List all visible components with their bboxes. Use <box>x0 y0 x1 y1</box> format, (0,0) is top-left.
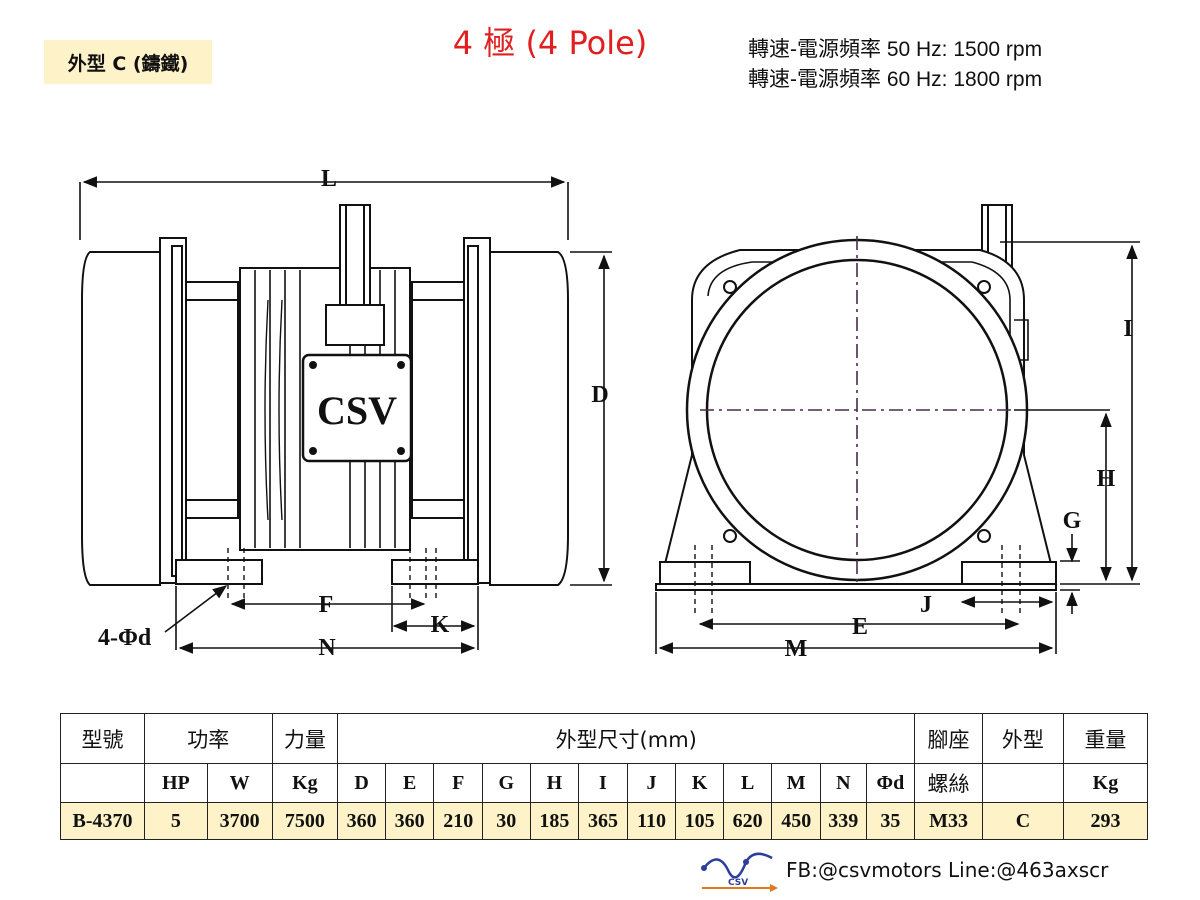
header-force: 力量 <box>271 713 339 764</box>
unit-cell: I <box>578 763 628 803</box>
unit-cell: F <box>433 763 484 803</box>
dim-label-G: G <box>1063 508 1082 534</box>
data-cell: 7500 <box>271 802 339 840</box>
unit-cell: H <box>529 763 580 803</box>
unit-cell: M <box>771 763 822 803</box>
unit-cell: W <box>206 763 273 803</box>
table-group-header-row: 型號 功率 力量 外型尺寸(mm) 腳座 外型 重量 <box>60 713 1149 764</box>
unit-cell: E <box>384 763 435 803</box>
dim-label-F: F <box>319 592 334 618</box>
data-cell: 30 <box>482 802 531 840</box>
header-dimensions: 外型尺寸(mm) <box>337 713 916 764</box>
data-cell: M33 <box>914 802 983 840</box>
header-form: 外型 <box>981 713 1064 764</box>
unit-cell: 螺絲 <box>914 763 983 803</box>
data-cell: 360 <box>337 802 386 840</box>
header-power: 功率 <box>144 713 273 764</box>
spec-table: 型號 功率 力量 外型尺寸(mm) 腳座 外型 重量 HP W Kg D E F… <box>60 713 1149 840</box>
dim-label-M: M <box>785 636 808 662</box>
data-cell: 339 <box>820 802 867 840</box>
footer-logo-text: CSV <box>728 878 748 888</box>
data-cell: 365 <box>578 802 628 840</box>
data-cell: 5 <box>144 802 208 840</box>
data-cell: C <box>981 802 1064 840</box>
speed-50hz: 轉速-電源頻率 50 Hz: 1500 rpm <box>748 38 1043 61</box>
data-cell: 360 <box>384 802 435 840</box>
dim-label-I: I <box>1123 316 1132 342</box>
data-cell: 3700 <box>206 802 273 840</box>
data-cell: B-4370 <box>60 802 145 840</box>
side-view <box>81 204 569 600</box>
unit-cell: HP <box>144 763 208 803</box>
data-cell: 110 <box>626 802 677 840</box>
dim-label-D: D <box>591 382 608 408</box>
speed-60hz: 轉速-電源頻率 60 Hz: 1800 rpm <box>748 68 1043 91</box>
dim-label-H: H <box>1097 466 1116 492</box>
side-view-dimensions <box>79 176 612 654</box>
unit-cell: J <box>626 763 677 803</box>
csv-logo-icon: CSV <box>701 852 778 892</box>
unit-cell: L <box>722 763 773 803</box>
centerlines <box>700 236 1014 584</box>
data-cell: 293 <box>1062 802 1149 840</box>
data-cell: 450 <box>771 802 822 840</box>
dim-label-K: K <box>431 612 450 638</box>
data-cell: 210 <box>433 802 484 840</box>
unit-cell: Kg <box>271 763 339 803</box>
footer-contact: FB:@csvmotors Line:@463axscr <box>786 858 1109 882</box>
table-unit-row: HP W Kg D E F G H I J K L M N Φd 螺絲 Kg <box>60 763 1149 803</box>
unit-cell: Kg <box>1062 763 1149 803</box>
unit-cell: G <box>482 763 531 803</box>
front-view-dimensions <box>655 241 1140 654</box>
dim-label-E: E <box>852 614 868 640</box>
dim-label-J: J <box>920 592 932 618</box>
data-cell: 35 <box>865 802 916 840</box>
header-bolt: 腳座 <box>914 713 983 764</box>
unit-cell: K <box>675 763 724 803</box>
unit-cell <box>60 763 145 803</box>
header-model: 型號 <box>60 713 145 764</box>
dim-label-L: L <box>321 166 337 192</box>
dim-label-N: N <box>318 635 336 661</box>
data-cell: 105 <box>675 802 724 840</box>
brand-label: CSV <box>317 388 397 433</box>
table-row: B-4370 5 3700 7500 360 360 210 30 185 36… <box>60 802 1149 840</box>
data-cell: 620 <box>722 802 773 840</box>
data-cell: 185 <box>529 802 580 840</box>
form-type-badge: 外型 C (鑄鐵) <box>44 40 212 84</box>
unit-cell: D <box>337 763 386 803</box>
page-title: 4 極 (4 Pole) <box>452 24 648 62</box>
header-weight: 重量 <box>1062 713 1149 764</box>
unit-cell: Φd <box>865 763 916 803</box>
unit-cell: N <box>820 763 867 803</box>
dim-label-holes: 4-Φd <box>98 625 152 651</box>
unit-cell <box>981 763 1064 803</box>
motor-technical-drawing: CSV L D F K N 4-Φd <box>79 166 1140 662</box>
